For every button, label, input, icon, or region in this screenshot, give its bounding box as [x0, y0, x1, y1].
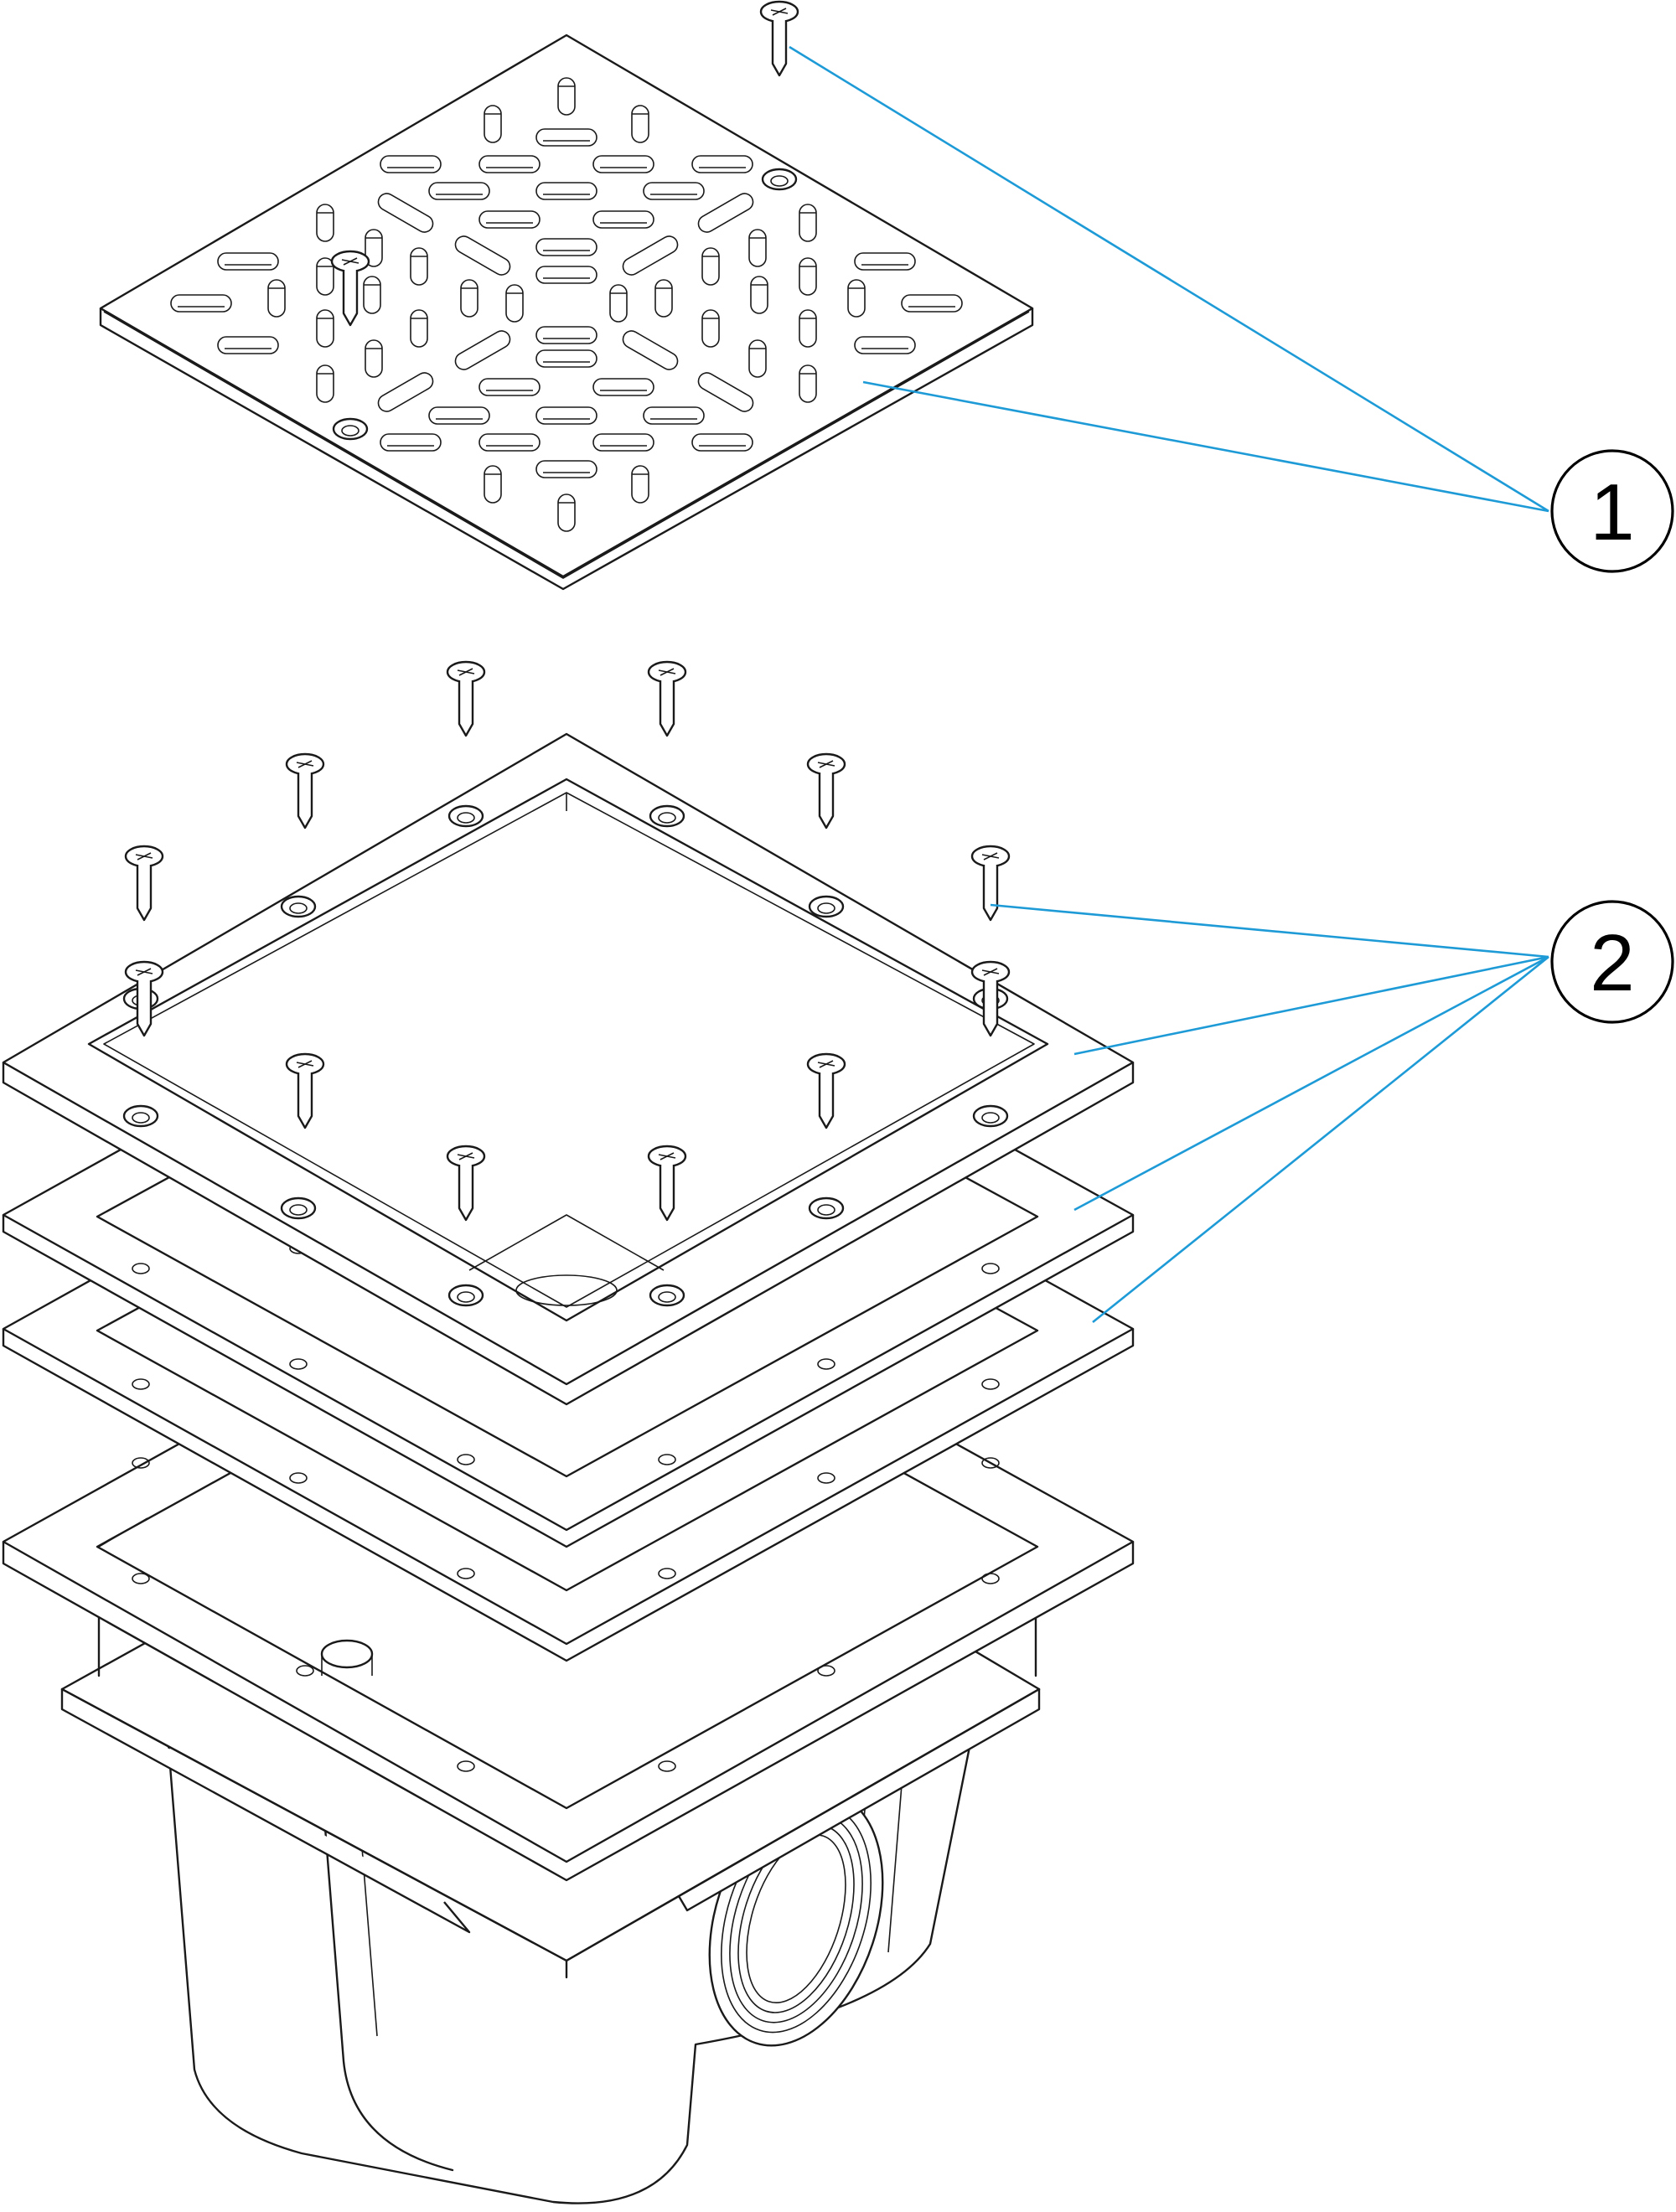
- callout-1: 1: [1550, 449, 1674, 573]
- callout-circle-1: [1550, 449, 1674, 573]
- callout-2: 2: [1550, 900, 1674, 1024]
- callout-label-1: 1: [1590, 468, 1634, 557]
- callout-circle-2: [1550, 900, 1674, 1024]
- callout-label-2: 2: [1590, 918, 1634, 1008]
- clamping-frame: [2, 732, 1135, 1406]
- leader-lines-2: [990, 903, 1549, 1324]
- leader-lines-1: [789, 45, 1549, 513]
- grate-cover: [99, 34, 1034, 591]
